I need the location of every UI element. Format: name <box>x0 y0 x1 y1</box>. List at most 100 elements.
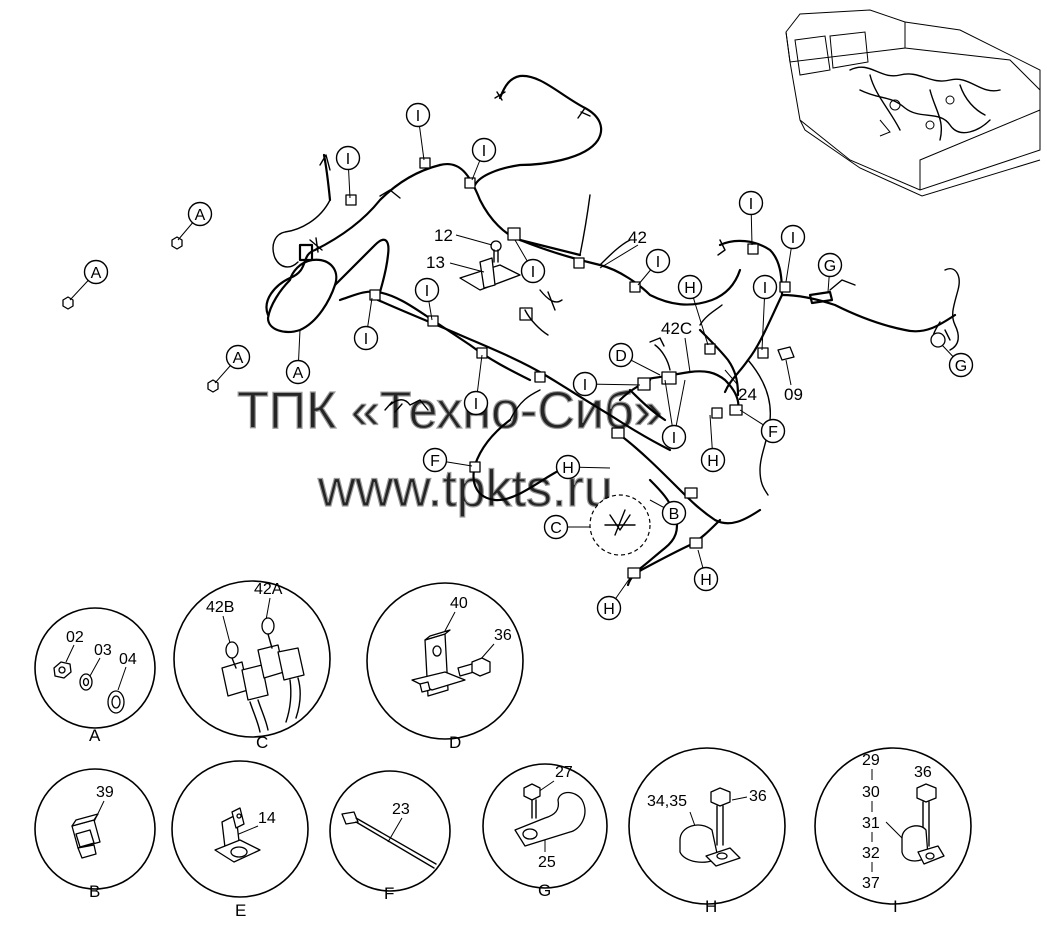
callout-h: H <box>677 274 703 300</box>
callout-i: I <box>738 190 764 216</box>
leader-lines <box>69 114 962 609</box>
callout-circle <box>608 342 634 368</box>
svg-text:30: 30 <box>862 784 880 801</box>
callout-circle <box>335 145 361 171</box>
detail-e-label: E <box>235 901 246 920</box>
callout-i: I <box>645 248 671 274</box>
callout-circle <box>471 137 497 163</box>
svg-text:36: 36 <box>749 788 767 805</box>
svg-text:36: 36 <box>914 764 932 781</box>
callout-letter: H <box>603 601 615 618</box>
detail-f-label: F <box>384 884 394 903</box>
svg-text:25: 25 <box>538 854 556 871</box>
callout-g: G <box>817 252 843 278</box>
detail-i: 29 30 31 32 37 36 I <box>814 747 972 916</box>
detail-i-label: I <box>893 897 898 916</box>
callout-circle <box>596 595 622 621</box>
callout-letter: H <box>562 460 574 477</box>
watermark: ТПК «Техно-Сиб» www.tpkts.ru <box>236 381 663 518</box>
callout-circle <box>760 418 786 444</box>
callout-i: I <box>414 277 440 303</box>
callout-letter: A <box>91 265 102 282</box>
callout-letter: I <box>474 396 478 413</box>
callout-letter: I <box>749 196 753 213</box>
callout-i: I <box>752 274 778 300</box>
callout-d: D <box>608 342 634 368</box>
callout-circle <box>543 514 569 540</box>
callout-b: B <box>661 500 687 526</box>
callout-letter: I <box>791 230 795 247</box>
callout-f: F <box>422 447 448 473</box>
svg-text:02: 02 <box>66 629 84 646</box>
detail-g-label: G <box>538 881 551 900</box>
callout-circle <box>555 454 581 480</box>
callout-letter: A <box>195 207 206 224</box>
callout-letter: H <box>707 453 719 470</box>
callout-circle <box>693 566 719 592</box>
svg-text:42A: 42A <box>254 581 283 598</box>
svg-text:04: 04 <box>119 651 137 668</box>
callout-circle <box>661 500 687 526</box>
callout-circle <box>285 359 311 385</box>
machine-thumbnail <box>785 9 1041 197</box>
svg-text:36: 36 <box>494 627 512 644</box>
callout-letter: C <box>550 520 562 537</box>
svg-text:29: 29 <box>862 752 880 769</box>
detail-f: 23 F <box>329 770 451 903</box>
callout-g: G <box>948 352 974 378</box>
callout-h: H <box>555 454 581 480</box>
detail-b: 39 B <box>34 768 156 901</box>
detail-e: 14 E <box>171 760 309 920</box>
detail-h: 34,35 36 H <box>628 747 786 916</box>
callout-i: I <box>353 325 379 351</box>
svg-text:03: 03 <box>94 642 112 659</box>
callout-f: F <box>760 418 786 444</box>
callout-letter: H <box>700 572 712 589</box>
callout-i: I <box>335 145 361 171</box>
svg-text:32: 32 <box>862 845 880 862</box>
part-label-13: 13 <box>426 253 445 272</box>
callout-circle <box>948 352 974 378</box>
detail-d: 40 36 D <box>366 582 524 752</box>
callout-circle <box>422 447 448 473</box>
callout-letter: A <box>233 350 244 367</box>
callout-i: I <box>405 102 431 128</box>
callout-circle <box>738 190 764 216</box>
callout-circle <box>572 371 598 397</box>
callout-letter: I <box>583 377 587 394</box>
callout-letter: A <box>293 365 304 382</box>
callout-i: I <box>520 258 546 284</box>
svg-text:37: 37 <box>862 875 880 892</box>
detail-c: 42B 42A C <box>173 580 331 752</box>
callout-letter: G <box>824 258 836 275</box>
callout-letter: I <box>763 280 767 297</box>
part-label-12: 12 <box>434 226 453 245</box>
callout-circle <box>645 248 671 274</box>
detail-a-label: A <box>89 726 101 745</box>
svg-text:40: 40 <box>450 595 468 612</box>
svg-text:34,35: 34,35 <box>647 793 687 810</box>
callout-circle <box>225 344 251 370</box>
callout-circle <box>661 424 687 450</box>
callout-a: A <box>285 359 311 385</box>
callout-circle <box>187 201 213 227</box>
callout-h: H <box>596 595 622 621</box>
callout-circle <box>752 274 778 300</box>
callout-letter: B <box>669 506 680 523</box>
svg-text:27: 27 <box>555 764 573 781</box>
callout-letter: G <box>955 358 967 375</box>
main-wiring-harness <box>62 74 960 587</box>
callout-circle <box>780 224 806 250</box>
callout-circle <box>677 274 703 300</box>
watermark-line1: ТПК «Техно-Сиб» <box>237 382 663 440</box>
detail-c-label: C <box>256 733 268 752</box>
callout-letter: I <box>416 108 420 125</box>
part-label-42: 42 <box>628 228 647 247</box>
callout-letter: F <box>430 453 440 470</box>
callout-i: I <box>463 390 489 416</box>
callout-circle <box>83 259 109 285</box>
svg-text:39: 39 <box>96 784 114 801</box>
callout-a: A <box>187 201 213 227</box>
